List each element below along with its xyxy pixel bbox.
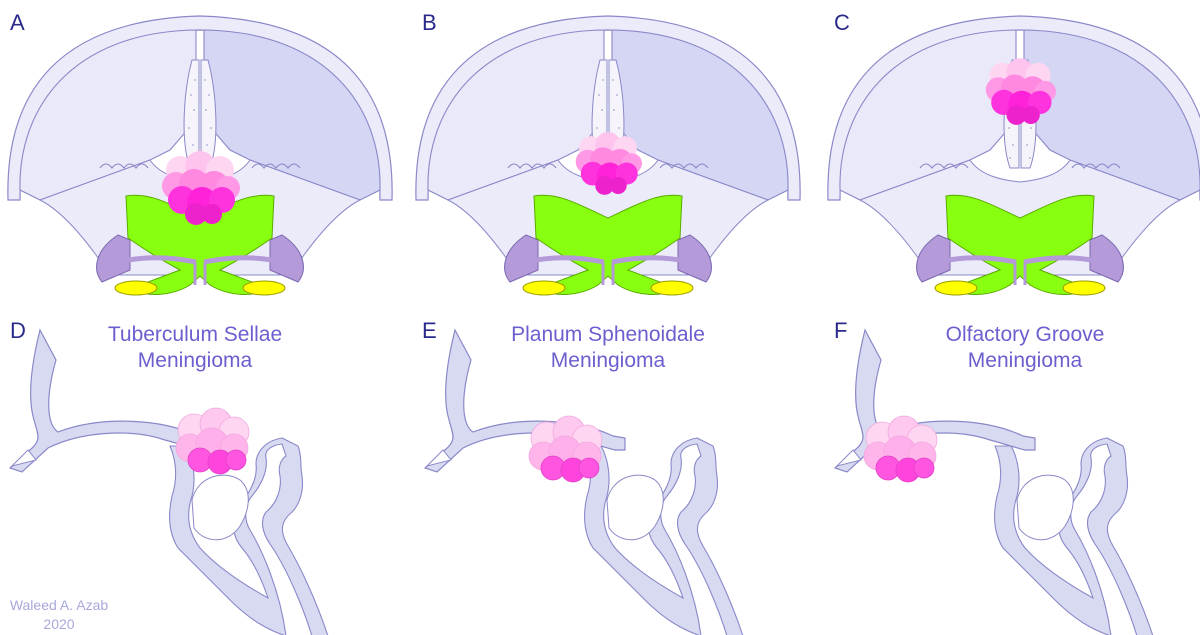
- caption-line1: Planum Sphenoidale: [478, 322, 738, 348]
- panel-label-d: D: [10, 318, 26, 344]
- panel-b-skull-base: [416, 16, 800, 295]
- tumor-f: [864, 416, 937, 482]
- caption-line1: Tuberculum Sellae: [65, 322, 325, 348]
- caption-line2: Meningioma: [65, 348, 325, 374]
- caption-line2: Meningioma: [478, 348, 738, 374]
- panel-d-sagittal: [10, 330, 328, 635]
- panel-label-e: E: [422, 318, 437, 344]
- caption-olfactory-groove: Olfactory Groove Meningioma: [895, 322, 1155, 374]
- caption-line1: Olfactory Groove: [895, 322, 1155, 348]
- tumor-e: [529, 416, 602, 482]
- caption-tuberculum-sellae: Tuberculum Sellae Meningioma: [65, 322, 325, 374]
- caption-planum-sphenoidale: Planum Sphenoidale Meningioma: [478, 322, 738, 374]
- author-credit: Waleed A. Azab 2020: [0, 596, 118, 634]
- caption-line2: Meningioma: [895, 348, 1155, 374]
- panel-label-f: F: [834, 318, 847, 344]
- panel-label-c: C: [834, 10, 850, 36]
- panel-f-sagittal: [835, 330, 1153, 635]
- panel-a-skull-base: [8, 16, 392, 295]
- panel-c-skull-base: [828, 16, 1200, 295]
- panel-e-sagittal: [425, 330, 743, 635]
- author-year: 2020: [0, 615, 118, 634]
- author-name: Waleed A. Azab: [0, 596, 118, 615]
- panel-label-b: B: [422, 10, 437, 36]
- panel-label-a: A: [10, 10, 25, 36]
